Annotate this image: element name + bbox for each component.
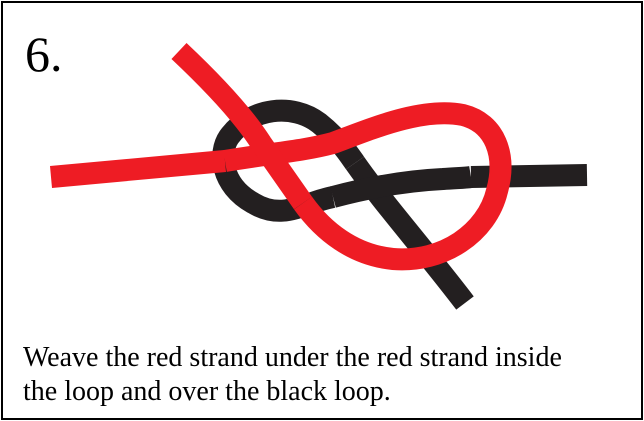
instruction-text: Weave the red strand under the red stran… <box>23 341 633 409</box>
knot-diagram <box>3 3 641 333</box>
black-strand-over-segment <box>333 177 471 197</box>
black-strand-tail <box>471 175 587 177</box>
instruction-line-1: Weave the red strand under the red stran… <box>23 341 633 375</box>
instruction-line-2: the loop and over the black loop. <box>23 375 633 409</box>
red-strand-tail <box>51 161 225 177</box>
